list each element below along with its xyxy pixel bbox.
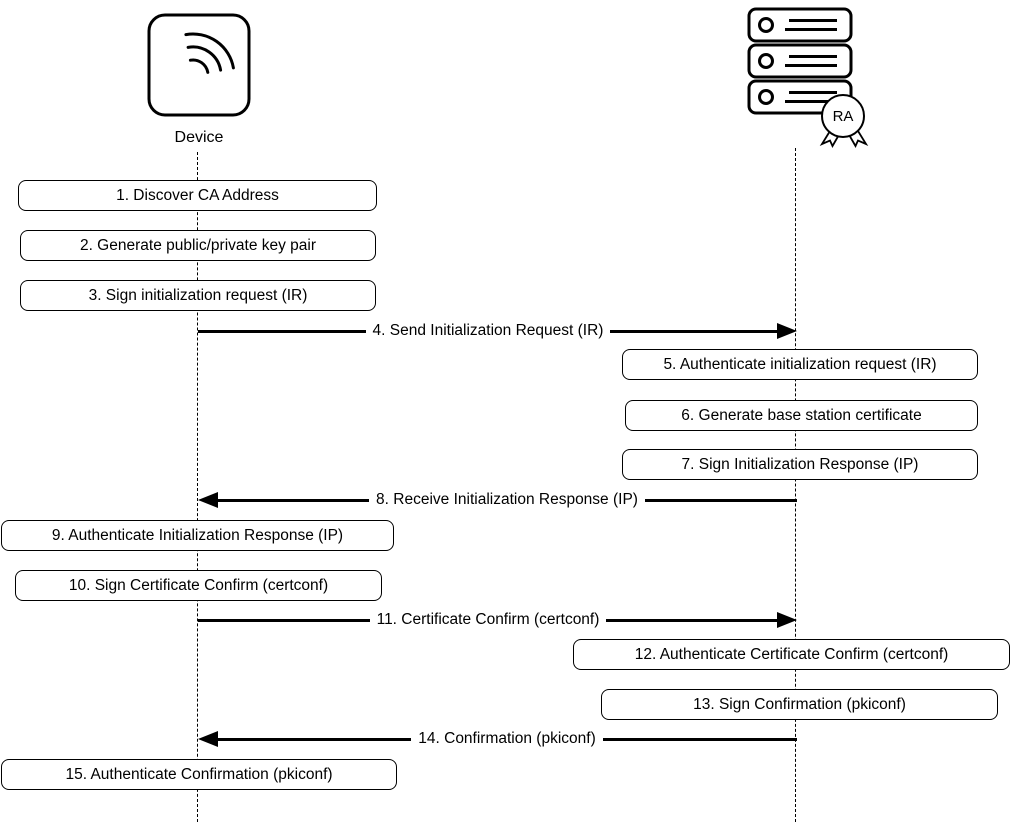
arrow-line: [606, 618, 778, 622]
wireless-device-icon: [147, 13, 251, 117]
server-rack-icon: [747, 7, 853, 115]
arrow-line: [198, 618, 370, 622]
step-box-10: 10. Sign Certificate Confirm (certconf): [15, 570, 382, 601]
arrowhead-left-icon: [198, 492, 218, 508]
ra-badge-label: RA: [833, 108, 854, 125]
ra-lifeline: [795, 148, 796, 822]
message-label-11: 11. Certificate Confirm (certconf): [376, 611, 600, 628]
step-box-15: 15. Authenticate Confirmation (pkiconf): [1, 759, 397, 790]
step-box-3: 3. Sign initialization request (IR): [20, 280, 376, 311]
ra-badge-icon: RA: [819, 94, 869, 148]
message-arrow-8: 8. Receive Initialization Response (IP): [198, 491, 797, 509]
step-box-9: 9. Authenticate Initialization Response …: [1, 520, 394, 551]
arrowhead-right-icon: [777, 323, 797, 339]
device-lifeline: [197, 152, 198, 822]
step-box-13: 13. Sign Confirmation (pkiconf): [601, 689, 998, 720]
arrow-line: [602, 737, 797, 741]
arrowhead-left-icon: [198, 731, 218, 747]
message-label-8: 8. Receive Initialization Response (IP): [376, 491, 638, 508]
step-box-5: 5. Authenticate initialization request (…: [622, 349, 978, 380]
message-arrow-14: 14. Confirmation (pkiconf): [198, 730, 797, 748]
message-label-14: 14. Confirmation (pkiconf): [418, 730, 596, 747]
arrowhead-right-icon: [777, 612, 797, 628]
arrow-line: [644, 498, 797, 502]
message-arrow-11: 11. Certificate Confirm (certconf): [198, 611, 797, 629]
arrow-line: [217, 737, 412, 741]
arrow-line: [217, 498, 370, 502]
message-arrow-4: 4. Send Initialization Request (IR): [198, 322, 797, 340]
arrow-line: [198, 329, 366, 333]
device-label: Device: [174, 129, 224, 146]
message-label-4: 4. Send Initialization Request (IR): [372, 322, 604, 339]
step-box-7: 7. Sign Initialization Response (IP): [622, 449, 978, 480]
step-box-2: 2. Generate public/private key pair: [20, 230, 376, 261]
step-box-6: 6. Generate base station certificate: [625, 400, 978, 431]
step-box-1: 1. Discover CA Address: [18, 180, 377, 211]
step-box-12: 12. Authenticate Certificate Confirm (ce…: [573, 639, 1010, 670]
arrow-line: [610, 329, 778, 333]
